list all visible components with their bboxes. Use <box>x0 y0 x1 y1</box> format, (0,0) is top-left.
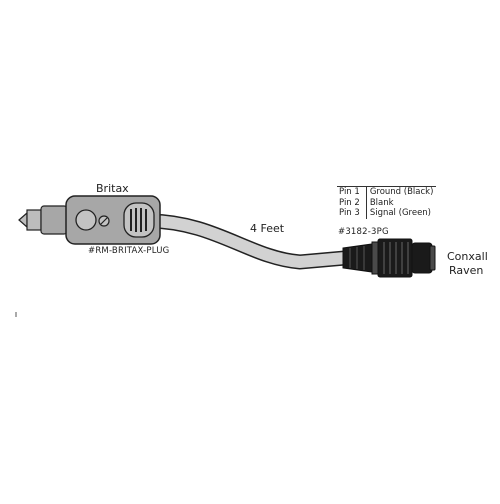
plug-pin-shaft <box>26 209 42 231</box>
plug-pin-collar <box>40 205 68 235</box>
conxall-connector <box>342 238 436 278</box>
connector-band <box>371 241 379 275</box>
britax-plug <box>18 195 161 245</box>
pin-number: Pin 2 <box>337 197 367 208</box>
pinout-row: Pin 3 Signal (Green) <box>337 208 436 219</box>
plug-grip-ridges <box>130 208 147 232</box>
connector-front <box>411 242 433 274</box>
cable-fill <box>149 215 346 269</box>
pin-signal: Ground (Black) <box>366 186 437 198</box>
cable <box>149 213 346 270</box>
connector-coupling-nut <box>377 238 413 278</box>
britax-label: Britax <box>96 182 129 195</box>
britax-part-number: #RM-BRITAX-PLUG <box>88 246 170 256</box>
connector-knurl <box>383 242 409 274</box>
connector-part-number: #3182-3PG <box>338 227 389 237</box>
pinout-row: Pin 1 Ground (Black) <box>337 186 437 198</box>
pin-signal: Blank <box>369 197 394 208</box>
plug-round-button <box>75 209 97 231</box>
connector-face <box>429 245 436 271</box>
connector-strain-relief-ridges <box>349 246 365 270</box>
connector-brand-line1: Conxall <box>447 250 488 263</box>
cable-length-label: 4 Feet <box>250 222 285 235</box>
plug-pin-tip <box>18 211 28 229</box>
pin-signal: Signal (Green) <box>369 208 431 218</box>
pin-number: Pin 3 <box>337 208 367 219</box>
plug-screw-slot <box>100 217 108 225</box>
connector-brand-line2: Raven <box>449 264 484 277</box>
plug-grip <box>123 202 155 238</box>
pinout-table: Pin 1 Ground (Black) Pin 2 Blank Pin 3 S… <box>337 186 437 219</box>
pin-number: Pin 1 <box>337 186 367 198</box>
pinout-row: Pin 2 Blank <box>337 197 436 208</box>
